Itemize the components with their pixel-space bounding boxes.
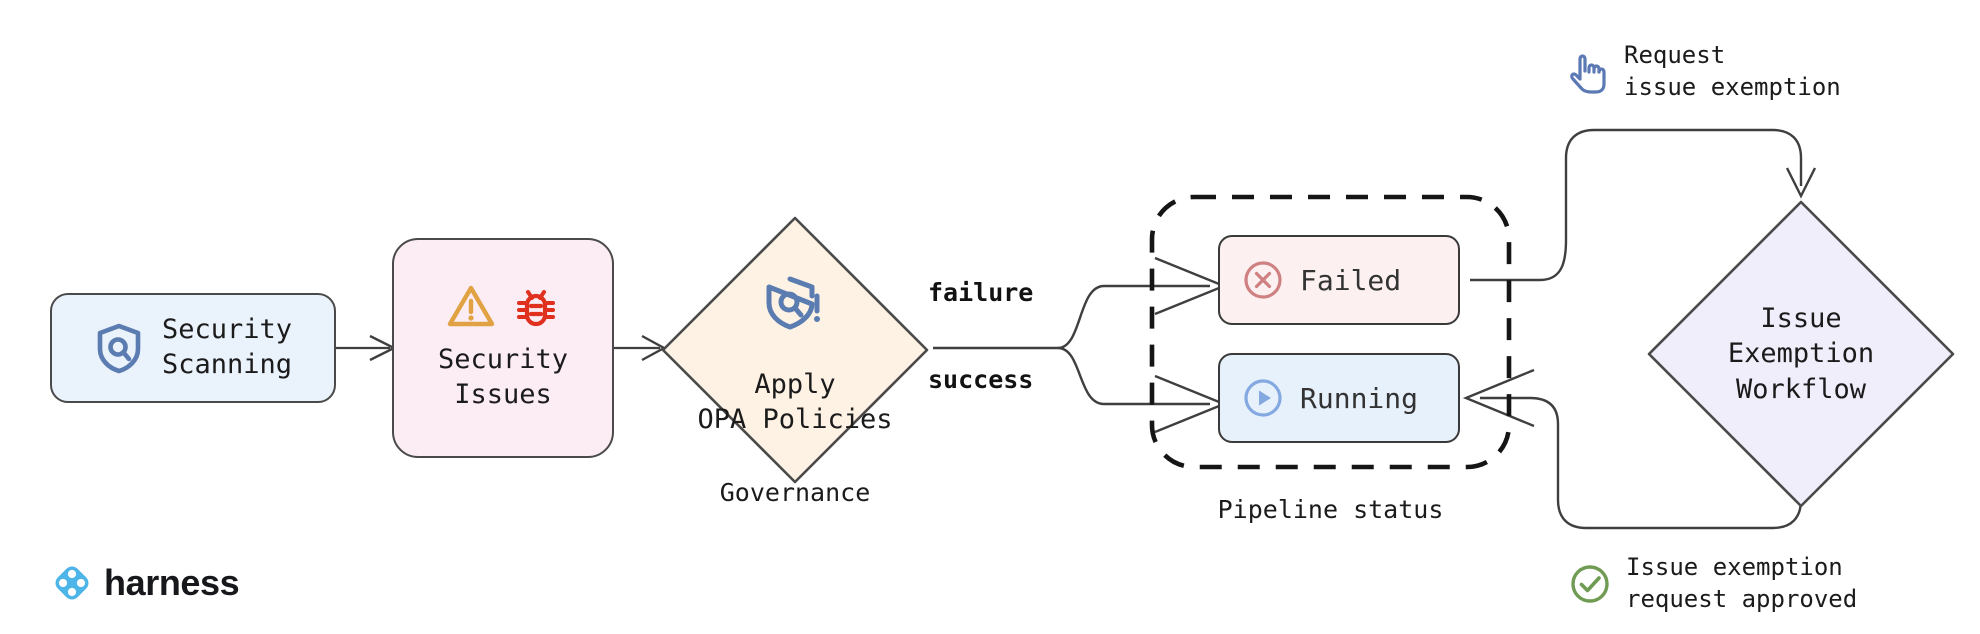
shield-alert-icon: [764, 274, 826, 340]
node-governance[interactable]: Apply OPA Policies: [657, 212, 933, 488]
edge-scanning-to-issues: [336, 334, 397, 362]
node-label-issue-exemption-workflow: Issue Exemption Workflow: [1727, 303, 1875, 405]
edge-label-success: success: [928, 365, 1034, 394]
harness-diamond-logo: [52, 563, 92, 603]
annotation-request-issue-exemption: Request issue exemption: [1568, 40, 1841, 103]
annotation-text-exemption-approved: Issue exemption request approved: [1626, 553, 1858, 613]
node-issue-exemption-workflow[interactable]: Issue Exemption Workflow: [1643, 196, 1959, 512]
node-security-issues[interactable]: Security Issues: [392, 238, 614, 458]
node-label-security-scanning: Security Scanning: [161, 314, 293, 380]
governance-diamond-shape: [661, 216, 929, 484]
annotation-text-request-issue-exemption: Request issue exemption: [1624, 41, 1841, 101]
check-circle-icon: [1568, 562, 1612, 606]
bug-icon: [513, 283, 559, 329]
edge-label-failure: failure: [928, 278, 1034, 307]
harness-wordmark: harness: [104, 562, 240, 603]
status-label-running: Running: [1300, 381, 1419, 415]
node-status-failed[interactable]: Failed: [1218, 235, 1460, 325]
edge-failed-to-exemption: [1470, 128, 1817, 282]
warning-triangle-icon: [447, 284, 495, 328]
click-hand-icon: [1568, 48, 1610, 96]
shield-search-icon: [94, 322, 144, 374]
caption-pipeline-status: Pipeline status: [1217, 495, 1444, 524]
caption-governance: Governance: [719, 478, 871, 507]
node-label-security-issues: Security Issues: [437, 344, 569, 410]
x-circle-icon: [1242, 259, 1284, 301]
status-label-failed: Failed: [1300, 263, 1402, 297]
node-status-running[interactable]: Running: [1218, 353, 1460, 443]
annotation-exemption-approved: Issue exemption request approved: [1568, 552, 1857, 615]
edge-exemption-to-running: [1462, 368, 1803, 530]
pipeline-status-group-outline: [1149, 194, 1512, 470]
security-issue-icons: [447, 283, 559, 329]
harness-brand: harness: [52, 562, 240, 604]
play-circle-icon: [1242, 377, 1284, 419]
node-security-scanning[interactable]: Security Scanning: [50, 293, 336, 403]
node-label-governance: Apply OPA Policies: [697, 368, 893, 435]
exemption-diamond-shape: [1647, 200, 1955, 508]
